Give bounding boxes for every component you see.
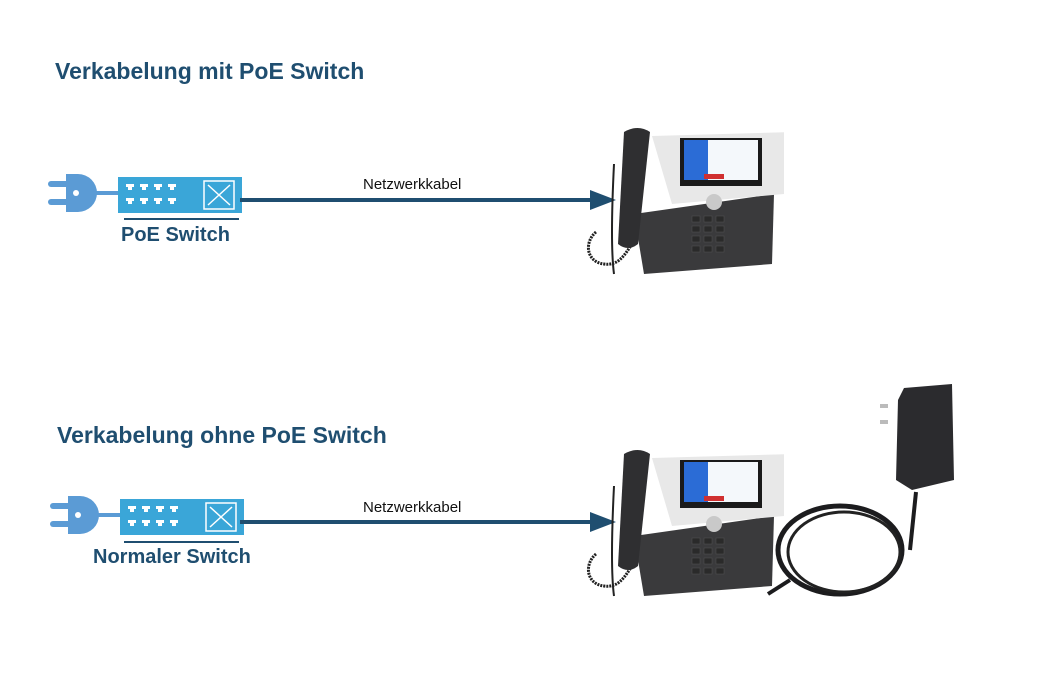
ip-phone-icon <box>587 450 784 597</box>
switch-label-poe: PoE Switch <box>121 224 230 246</box>
cable-label-1: Netzwerkkabel <box>363 176 462 193</box>
switch-label-normal: Normaler Switch <box>93 546 251 568</box>
network-switch-icon <box>118 177 242 213</box>
arrow-right-icon <box>240 190 616 210</box>
switch-underline <box>124 541 239 543</box>
poe-switch-group <box>48 174 242 213</box>
arrow-right-icon <box>240 512 616 532</box>
ip-phone-icon <box>587 128 784 275</box>
network-switch-icon <box>120 499 244 535</box>
cable-label-2: Netzwerkkabel <box>363 499 462 516</box>
section-title-poe: Verkabelung mit PoE Switch <box>55 58 365 84</box>
normal-switch-group <box>50 496 244 535</box>
power-adapter-icon <box>766 384 954 597</box>
switch-underline <box>124 218 239 220</box>
power-plug-icon <box>48 174 118 212</box>
section-title-no-poe: Verkabelung ohne PoE Switch <box>57 422 387 448</box>
power-plug-icon <box>50 496 120 534</box>
